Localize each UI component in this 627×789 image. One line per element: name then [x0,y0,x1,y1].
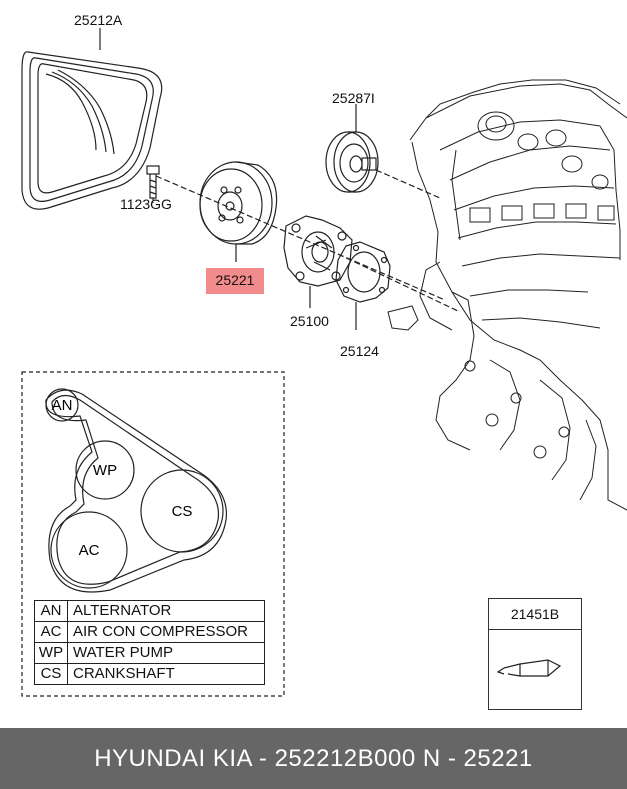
idler-illustration [325,131,379,193]
legend-row: CS CRANKSHAFT [34,663,265,685]
pulley-label-ac: AC [79,542,100,559]
legend-name: WATER PUMP [67,642,265,664]
bolt-illustration [146,165,160,199]
belt-illustration [21,51,163,210]
engine-block-illustration [387,79,627,511]
legend-code: CS [34,663,68,685]
legend-row: AN ALTERNATOR [34,600,265,622]
pulley-circle-ac [50,511,128,589]
part-label-gasket: 25124 [340,343,379,359]
pulley-label-cs: CS [172,503,193,520]
exploded-view-drawing: AN WP CS AC [21,28,627,697]
part-label-idler: 25287I [332,90,375,106]
part-label-belt: 25212A [74,12,123,28]
part-label-sealant: 21451B [489,599,581,630]
part-label-bolt: 1123GG [120,196,172,212]
footer-part-number-bar: HYUNDAI KIA - 252212B000 N - 25221 [0,728,627,789]
pulley-label-wp: WP [93,462,117,479]
sealant-part-box: 21451B [488,598,582,710]
part-label-water-pump: 25100 [290,313,329,329]
pulley-circle-wp [75,440,135,500]
pulley-circle-an [45,388,79,422]
legend-table: AN ALTERNATOR AC AIR CON COMPRESSOR WP W… [34,600,265,685]
legend-code: WP [34,642,68,664]
water-pump-illustration [283,215,353,287]
pulley-circle-cs [140,469,224,553]
legend-name: CRANKSHAFT [67,663,265,685]
legend-name: ALTERNATOR [67,600,265,622]
legend-code: AN [34,600,68,622]
legend-code: AC [34,621,68,643]
legend-row: AC AIR CON COMPRESSOR [34,621,265,643]
pulley-illustration [199,161,278,245]
gasket-illustration [335,241,391,303]
legend-name: AIR CON COMPRESSOR [67,621,265,643]
routing-box-border [21,371,285,697]
sealant-tube-illustration [496,659,562,677]
legend-row: WP WATER PUMP [34,642,265,664]
part-label-pulley-highlighted[interactable]: 25221 [206,268,264,294]
pulley-label-an: AN [52,397,73,414]
belt-routing-illustration [45,389,228,593]
